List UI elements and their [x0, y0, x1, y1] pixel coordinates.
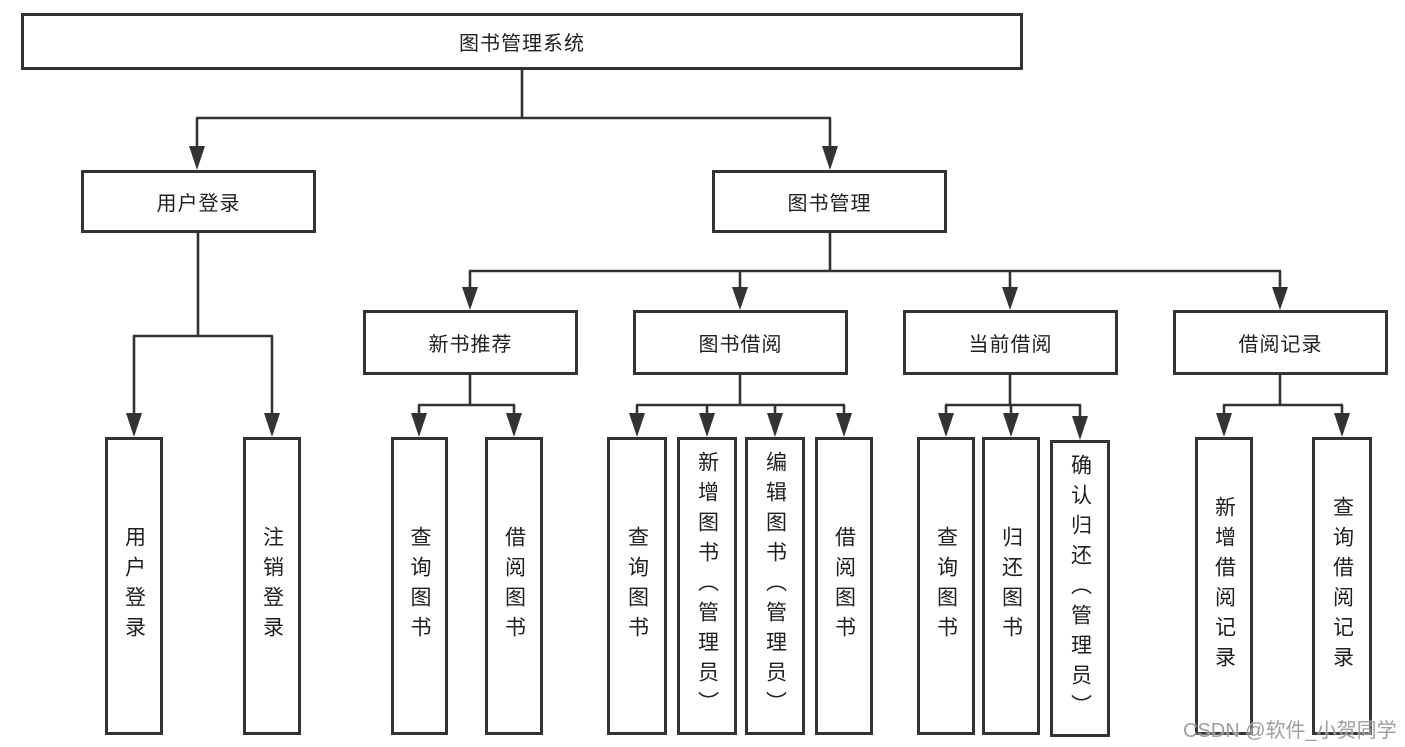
node-user-login-label: 用户登录 [156, 193, 241, 215]
node-borrow-record: 借阅记录 [1173, 310, 1388, 375]
leaf-node-user-login: 用户登录 [105, 437, 163, 735]
leaf-label: 新增借阅记录 [1212, 496, 1236, 676]
node-root-label: 图书管理系统 [459, 33, 585, 55]
node-book-borrow-label: 图书借阅 [698, 334, 783, 356]
arrowheads [126, 146, 1350, 440]
watermark: CSDN @软件_小贺同学 [1183, 720, 1397, 742]
leaf-label: 借阅图书 [502, 526, 526, 646]
node-new-book-recommend: 新书推荐 [363, 310, 578, 375]
node-book-management-label: 图书管理 [787, 193, 872, 215]
leaf-node-borrow-books-2: 借阅图书 [815, 437, 873, 735]
leaf-node-add-borrow-record: 新增借阅记录 [1195, 437, 1253, 735]
leaf-label: 借阅图书 [832, 526, 856, 646]
leaf-node-query-books-3: 查询图书 [917, 437, 975, 735]
leaf-label: 新增图书（管理员） [695, 451, 719, 721]
node-current-borrow-label: 当前借阅 [968, 334, 1053, 356]
node-book-borrow: 图书借阅 [633, 310, 848, 375]
leaf-node-query-books-2: 查询图书 [607, 437, 667, 735]
leaf-label: 查询图书 [408, 526, 431, 646]
leaf-label: 用户登录 [122, 526, 146, 646]
leaf-node-borrow-books-1: 借阅图书 [485, 437, 543, 735]
leaf-label: 查询借阅记录 [1330, 496, 1354, 676]
leaf-label: 查询图书 [934, 526, 958, 646]
leaf-label: 确认归还（管理员） [1068, 453, 1092, 724]
leaf-node-query-books-1: 查询图书 [391, 437, 448, 735]
node-user-login: 用户登录 [81, 170, 316, 233]
node-root: 图书管理系统 [21, 13, 1023, 70]
leaf-node-edit-books-admin: 编辑图书（管理员） [745, 437, 805, 735]
leaf-label: 编辑图书（管理员） [763, 451, 787, 721]
node-borrow-record-label: 借阅记录 [1238, 334, 1323, 356]
leaf-node-query-borrow-record: 查询借阅记录 [1312, 437, 1372, 735]
node-new-book-recommend-label: 新书推荐 [428, 334, 513, 356]
node-current-borrow: 当前借阅 [903, 310, 1118, 375]
leaf-node-return-books: 归还图书 [982, 437, 1040, 735]
leaf-node-confirm-return-admin: 确认归还（管理员） [1050, 440, 1110, 737]
leaf-label: 查询图书 [625, 526, 649, 646]
leaf-label: 归还图书 [999, 526, 1023, 646]
leaf-node-logout: 注销登录 [243, 437, 301, 735]
leaf-node-add-books-admin: 新增图书（管理员） [677, 437, 737, 735]
leaf-label: 注销登录 [260, 526, 284, 646]
node-book-management: 图书管理 [712, 170, 947, 233]
